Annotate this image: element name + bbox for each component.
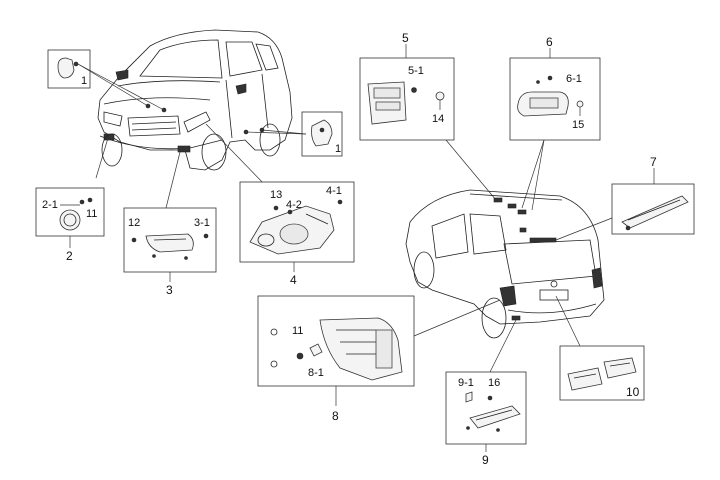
callout-7: 7 (650, 155, 657, 169)
callout-3: 3 (166, 283, 173, 297)
callout-1-right: 1 (335, 143, 341, 155)
leader-3 (165, 151, 181, 209)
rear-vehicle-drawing (405, 189, 605, 339)
callout-15: 15 (572, 119, 584, 131)
callout-14: 14 (432, 113, 444, 125)
callout-6: 6 (546, 35, 553, 49)
callout-16: 16 (488, 377, 500, 389)
part-9-box (445, 371, 527, 445)
part-3-box (123, 207, 217, 273)
callout-1-left: 1 (81, 75, 87, 87)
callout-10: 10 (626, 385, 640, 399)
callout-3-1: 3-1 (194, 217, 210, 229)
part-7-box (611, 183, 695, 235)
callout-9: 9 (482, 453, 489, 467)
part-6-box (509, 57, 601, 141)
part-1-left-box (47, 49, 165, 111)
part-1-right-box (245, 111, 343, 157)
part-4-box (239, 181, 355, 263)
callout-4-2: 4-2 (286, 199, 302, 211)
part-5-box (359, 57, 455, 141)
front-vehicle-drawing (97, 29, 293, 171)
part-10-box (559, 345, 645, 401)
leader-4 (205, 123, 267, 187)
callout-13: 13 (270, 189, 282, 201)
callout-6-1: 6-1 (566, 73, 582, 85)
callout-2-1: 2-1 (42, 199, 58, 211)
callout-11-a: 11 (86, 208, 97, 220)
leader-2 (95, 137, 109, 179)
callout-12: 12 (128, 217, 140, 229)
callout-4-1: 4-1 (326, 185, 342, 197)
callout-8-1: 8-1 (308, 367, 324, 379)
callout-9-1: 9-1 (458, 377, 474, 389)
callout-8: 8 (332, 409, 339, 423)
callout-4: 4 (290, 273, 297, 287)
part-2-box (35, 187, 105, 237)
callout-5-1: 5-1 (408, 65, 424, 77)
callout-2: 2 (66, 249, 73, 263)
callout-11-b: 11 (292, 325, 303, 337)
callout-5: 5 (402, 31, 409, 45)
part-8-box (257, 295, 415, 387)
